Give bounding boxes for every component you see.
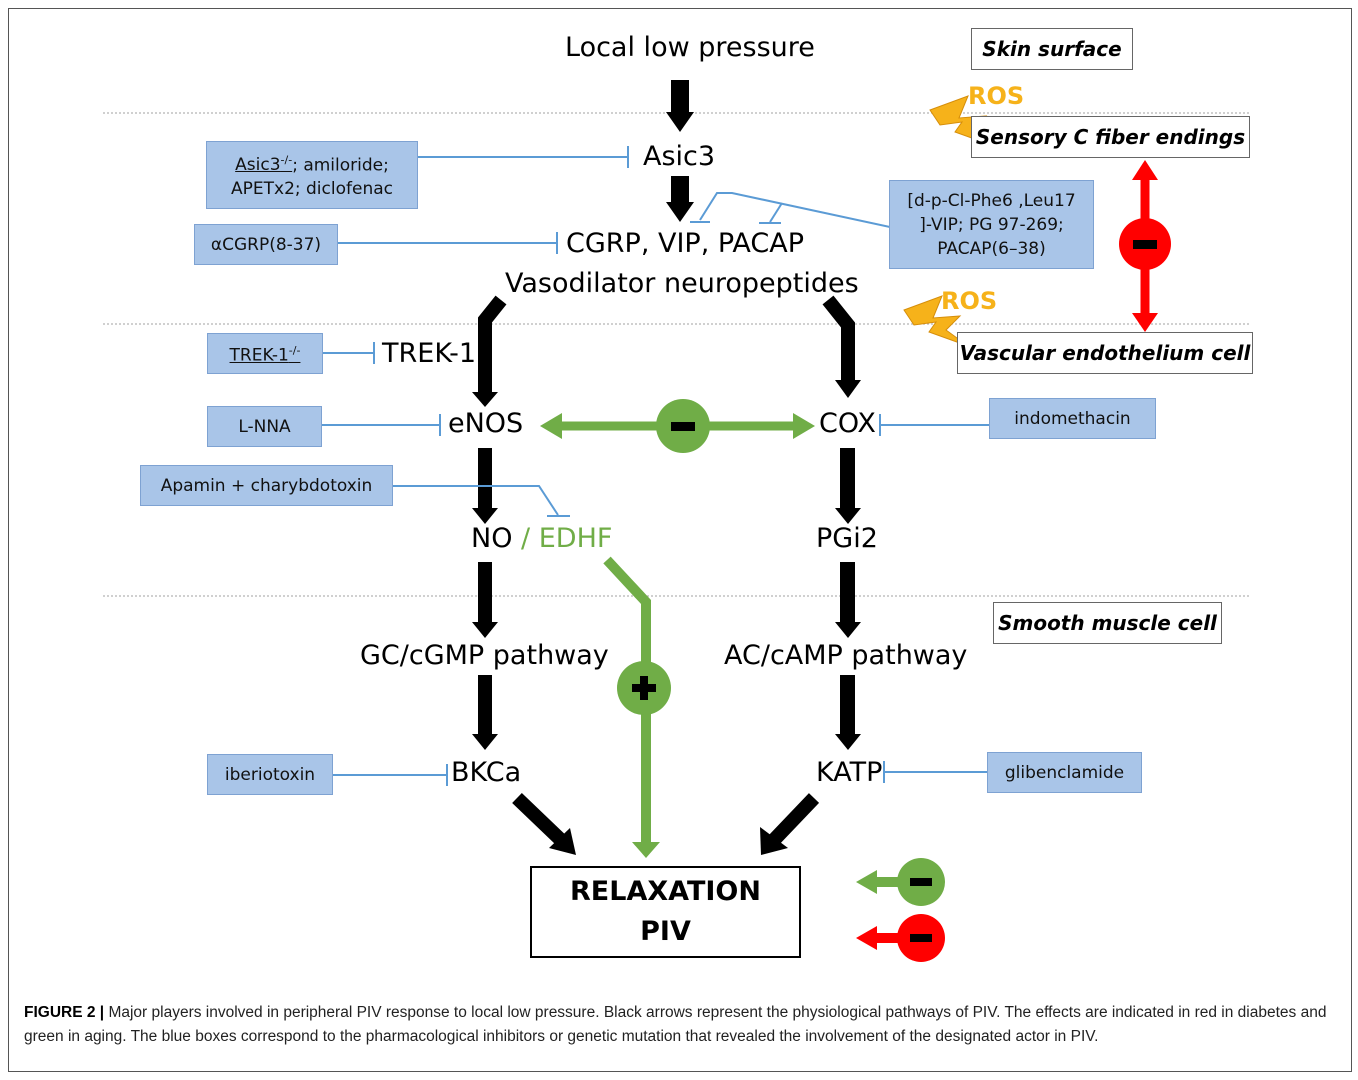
arrow-trek1-to-enos [472,370,498,407]
node-neuropeptides: CGRP, VIP, PACAP [566,228,805,259]
node-ac-camp: AC/cAMP pathway [724,640,968,671]
legend-aging [856,858,945,906]
node-edhf: EDHF [538,523,613,554]
node-vasodilator-neuropeptides: Vasodilator neuropeptides [505,268,859,299]
legend-diabetes [856,914,945,962]
arrow-bkca-to-relaxation [512,792,569,849]
node-asic3: Asic3 [643,141,716,172]
caption-text: Major players involved in peripheral PIV… [24,1004,1327,1045]
inhibit-line-vip [699,192,891,228]
arrow-gc-to-bkca [472,675,498,750]
inhibitor-asic3: Asic3-/-; amiloride; APETx2; diclofenac [206,141,418,209]
arrow-cox-to-pgi2 [835,448,861,524]
zone-smooth-muscle: Smooth muscle cell [993,602,1222,644]
node-gc-cgmp: GC/cGMP pathway [360,640,609,671]
relaxation-box: RELAXATION PIV [530,866,801,958]
ros-label-sensory: ROS [968,82,1025,110]
arrow-no-to-gc [472,562,498,638]
inhibitor-asic3-line1: Asic3-/-; amiloride; [235,153,389,176]
inhibitor-indomethacin: indomethacin [989,398,1156,439]
node-cox: COX [819,408,876,439]
arrow-pressure-to-asic3 [666,80,694,132]
inhibitor-trek1: TREK-1-/- [207,333,323,374]
arrow-neuropeptides-to-trek1 [478,295,507,372]
node-bkca: BKCa [451,757,522,788]
node-enos: eNOS [448,408,524,439]
caption-label: FIGURE 2 | [24,1004,105,1021]
ros-label-endothelium: ROS [941,287,998,315]
arrow-neuropeptides-to-cox [822,295,855,382]
arrow-katp-to-relaxation [766,793,820,847]
figure-caption: FIGURE 2 | Major players involved in per… [24,1001,1340,1049]
inhibitor-asic3-line2: APETx2; diclofenac [231,179,393,200]
arrow-asic3-to-neuropeptides [666,176,694,222]
inhibit-line-edhf [393,485,559,516]
piv-label: PIV [640,916,691,947]
arrow-neuropeptides-to-cox-head [835,380,861,398]
inhibitor-cgrp: αCGRP(8-37) [194,224,338,265]
zone-skin-surface: Skin surface [971,28,1133,70]
node-pgi2: PGi2 [816,523,878,554]
zone-vascular-endothelium: Vascular endothelium cell [957,332,1253,374]
zone-sensory-c-fiber: Sensory C fiber endings [971,116,1250,158]
figure-frame [8,8,1352,1072]
inhibitor-glibenclamide: glibenclamide [987,752,1142,793]
inhibitor-iberiotoxin: iberiotoxin [207,754,333,795]
node-local-low-pressure: Local low pressure [565,32,815,63]
edhf-positive-arrow [603,556,671,858]
arrow-pgi2-to-ac [835,562,861,638]
node-katp: KATP [816,757,883,788]
aging-double-arrow [540,399,815,453]
inhibition-lines [322,146,989,786]
arrow-katp-to-relaxation-head [760,827,788,855]
node-trek1: TREK-1 [382,338,477,369]
diabetes-double-arrow [1119,160,1171,332]
inhibitor-vip-pacap: [d-p-Cl-Phe6 ,Leu17 ]-VIP; PG 97-269; PA… [889,180,1094,269]
arrow-bkca-to-relaxation-head [549,828,576,855]
pathway-arrows [472,80,861,750]
node-no-edhf: NO / EDHF [471,523,612,554]
inhibitor-lnna: L-NNA [207,406,322,447]
node-slash: / [521,523,531,554]
arrow-ac-to-katp [835,675,861,750]
inhibitor-asic3-gene: Asic3-/- [235,153,293,176]
node-no: NO [471,523,513,554]
inhibitor-apamin: Apamin + charybdotoxin [140,465,393,506]
relaxation-label: RELAXATION [570,876,761,907]
inhibit-line-pacap [769,202,783,223]
